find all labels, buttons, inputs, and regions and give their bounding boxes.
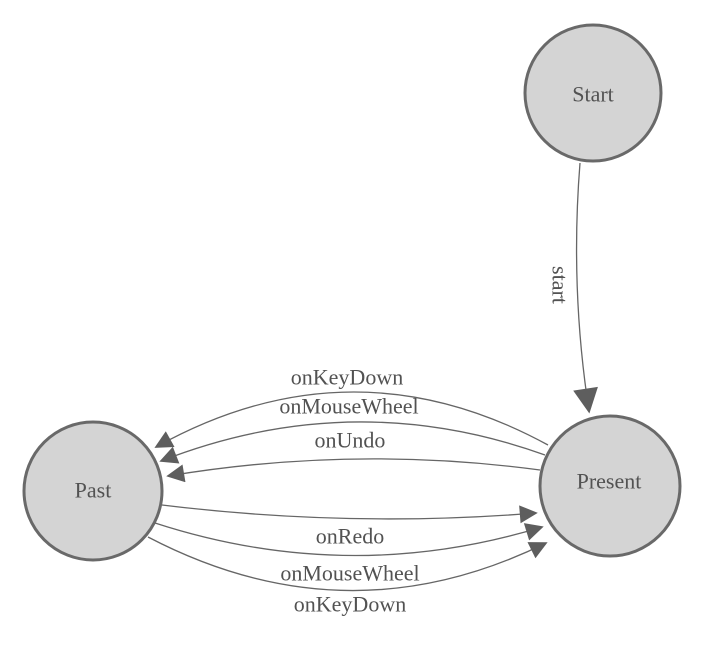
edge-label-onredo: onRedo: [316, 524, 384, 549]
edge-label-onmousewheel-bottom: onMouseWheel: [280, 561, 419, 586]
edge-label-onkeydown-bottom: onKeyDown: [294, 592, 406, 617]
node-present-label: Present: [577, 469, 642, 494]
edge-present-to-past-undo-line[interactable]: [166, 458, 541, 483]
edge-label-onundo: onUndo: [315, 428, 386, 453]
edge-start-to-present: start: [547, 162, 598, 414]
edge-label-onkeydown-top: onKeyDown: [291, 365, 403, 390]
node-start-label: Start: [572, 82, 614, 107]
node-past-label: Past: [75, 478, 112, 503]
edge-present-to-past-keydown: onKeyDown: [154, 365, 549, 448]
edge-label-onmousewheel-top: onMouseWheel: [279, 394, 418, 419]
node-start[interactable]: Start: [523, 23, 663, 163]
edge-start-to-present-line[interactable]: [573, 162, 598, 414]
node-past[interactable]: Past: [22, 420, 164, 562]
edge-past-to-present-mousewheel: onMouseWheel: [154, 522, 544, 586]
node-present-circle[interactable]: [538, 414, 682, 558]
edge-present-to-past-undo: onUndo: [166, 428, 541, 483]
edge-past-to-present-keydown-line[interactable]: [147, 536, 548, 592]
edge-label-start: start: [547, 266, 572, 304]
edge-present-to-past-mousewheel-line[interactable]: [159, 421, 546, 464]
edge-present-to-past-mousewheel: onMouseWheel: [159, 394, 546, 464]
edge-past-to-present-redo-line[interactable]: [161, 504, 538, 524]
edge-present-to-past-keydown-line[interactable]: [154, 391, 549, 448]
node-past-circle[interactable]: [22, 420, 164, 562]
node-present[interactable]: Present: [538, 414, 682, 558]
edge-past-to-present-keydown: onKeyDown: [147, 536, 548, 617]
node-start-circle[interactable]: [523, 23, 663, 163]
edge-past-to-present-redo: onRedo: [161, 504, 538, 549]
edge-past-to-present-mousewheel-line[interactable]: [154, 522, 544, 557]
